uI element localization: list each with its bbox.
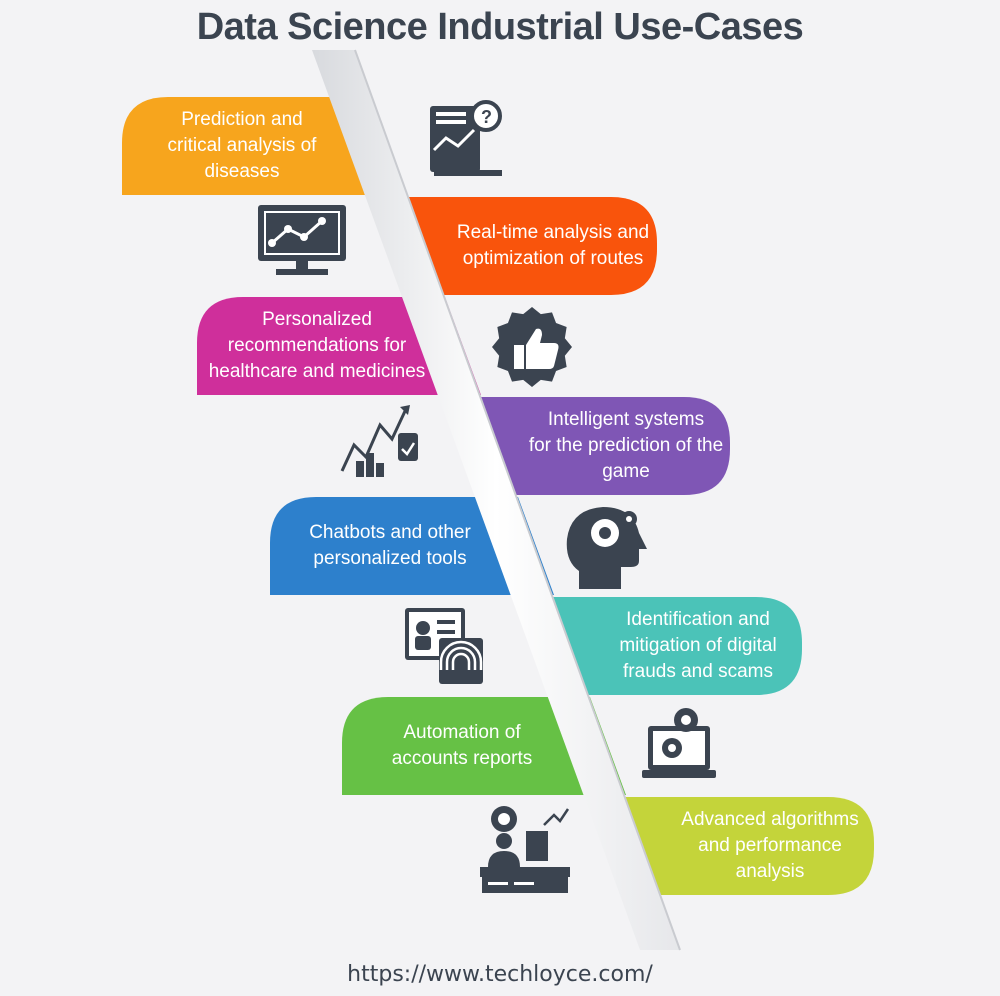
use-case-label: Identification and mitigation of digital… <box>619 609 777 682</box>
use-case-label: Chatbots and other personalized tools <box>309 522 471 569</box>
thumbs-up-badge-icon <box>492 307 572 387</box>
use-case-card <box>478 397 730 495</box>
use-case-label: Personalized recommendations for healthc… <box>208 309 426 382</box>
use-case-label: Prediction and critical analysis of dise… <box>167 109 317 182</box>
use-case-card <box>622 797 874 895</box>
use-case-card <box>342 697 626 795</box>
diagonal-band <box>312 50 680 950</box>
fingerprint-identity-icon <box>405 608 483 684</box>
use-case-card <box>550 597 802 695</box>
head-gears-icon <box>566 507 647 589</box>
use-case-card <box>122 97 406 195</box>
use-case-label: Real-time analysis and optimization of r… <box>456 222 650 269</box>
monitor-chart-icon <box>258 205 346 275</box>
growth-chart-icon <box>340 405 418 477</box>
source-url: https://www.techloyce.com/ <box>347 962 653 987</box>
use-case-card <box>270 497 554 595</box>
use-case-label: Intelligent systems for the prediction o… <box>528 409 724 482</box>
report-analysis-icon: ? <box>430 100 502 176</box>
use-case-card <box>405 197 657 295</box>
svg-text:?: ? <box>481 107 492 127</box>
use-case-card <box>197 297 481 395</box>
laptop-gears-icon <box>642 708 716 778</box>
use-case-label: Automation of accounts reports <box>391 722 533 769</box>
page-title: Data Science Industrial Use-Cases <box>196 6 804 48</box>
desk-worker-gear-icon <box>480 806 570 893</box>
use-case-label: Advanced algorithms and performance anal… <box>681 809 859 882</box>
